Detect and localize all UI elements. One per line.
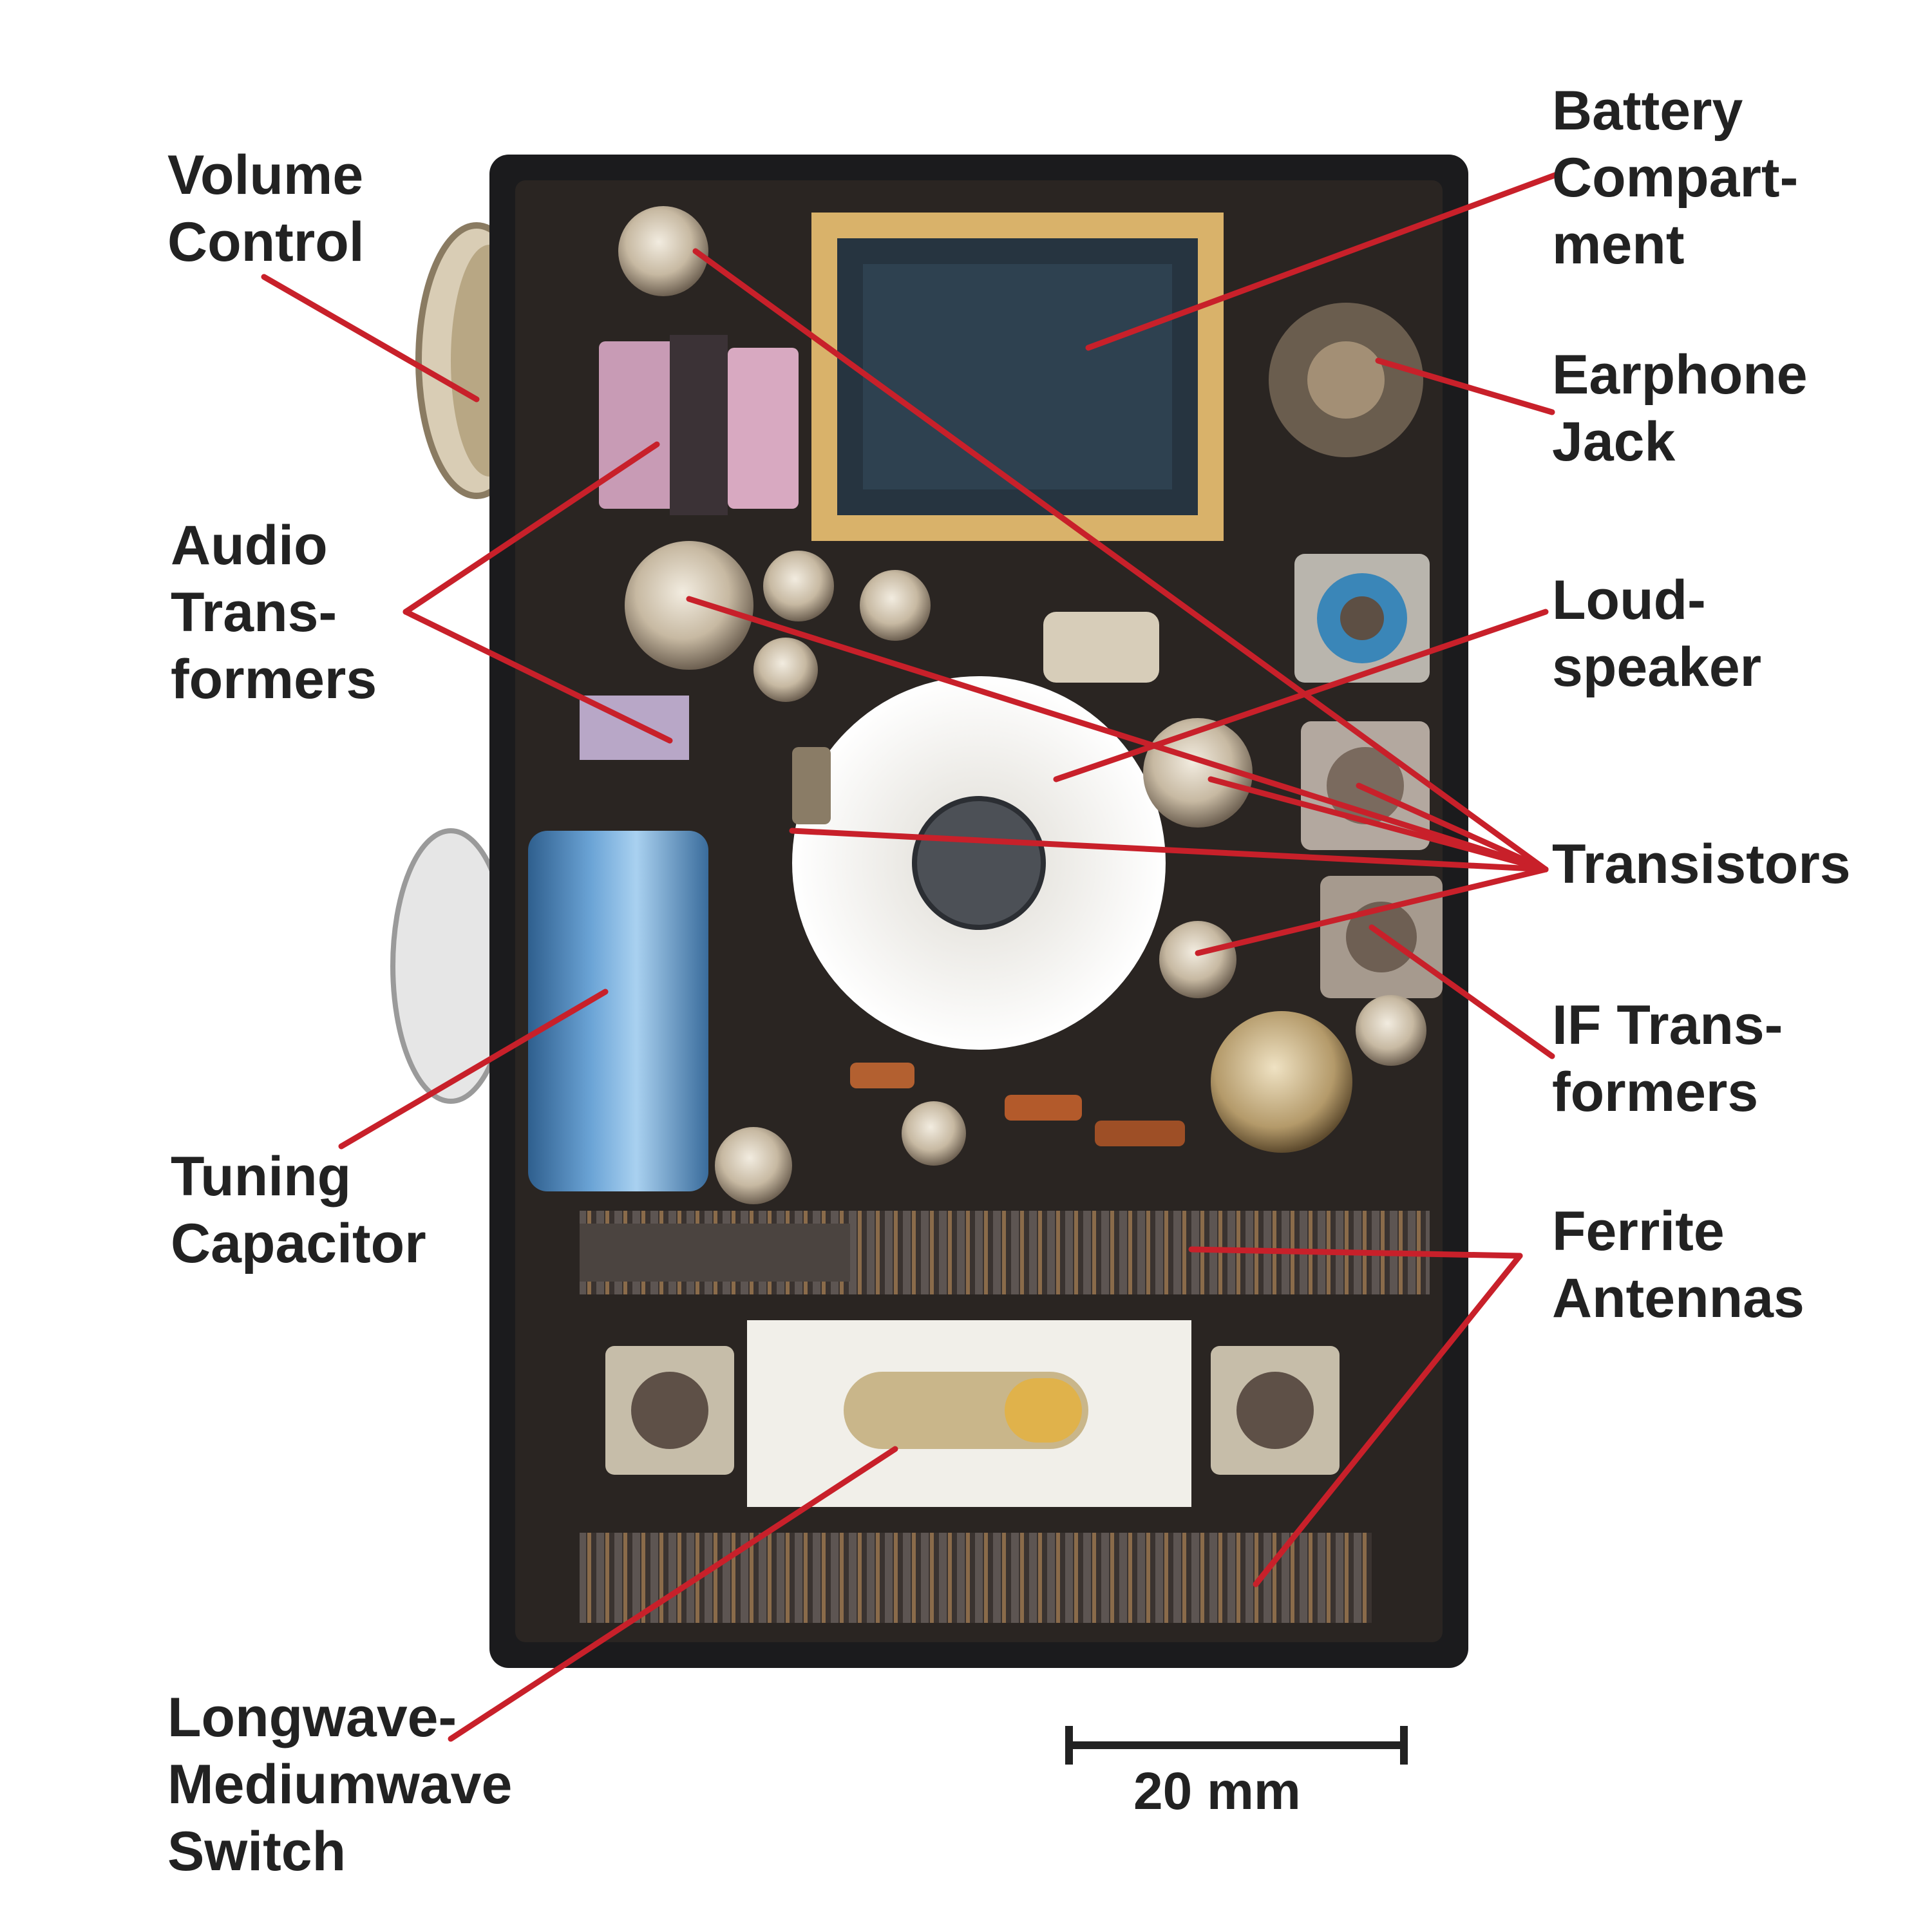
transistor	[715, 1127, 792, 1204]
label-line: formers	[1552, 1061, 1759, 1123]
volume-pot	[618, 206, 708, 296]
label-line: Capacitor	[171, 1213, 426, 1274]
label-line: IF Trans-	[1552, 994, 1783, 1056]
label-line: Earphone	[1552, 344, 1808, 406]
label-line: Volume	[167, 144, 364, 206]
transistor	[1356, 995, 1426, 1066]
transistor	[860, 570, 931, 641]
label-if-transformers: IF Trans- formers	[1552, 992, 1783, 1126]
audio-transformer	[728, 348, 799, 509]
transistor	[1143, 718, 1253, 828]
label-line: Battery	[1552, 80, 1743, 142]
label-line: Longwave-	[167, 1687, 457, 1748]
transistor	[902, 1101, 966, 1166]
transistor	[1159, 921, 1236, 998]
transistor	[753, 638, 818, 702]
label-line: Loud-	[1552, 569, 1706, 631]
label-line: ment	[1552, 214, 1685, 276]
label-line: Trans-	[171, 582, 337, 643]
label-line: Audio	[171, 515, 328, 576]
label-volume-control: Volume Control	[167, 142, 365, 276]
scale-bar	[1065, 1726, 1408, 1765]
label-line: Tuning	[171, 1146, 352, 1208]
label-line: Control	[167, 211, 365, 273]
label-line: Transistors	[1552, 833, 1851, 895]
label-line: Jack	[1552, 411, 1676, 473]
label-loudspeaker: Loud- speaker	[1552, 567, 1761, 701]
label-line: speaker	[1552, 636, 1762, 698]
tuning-capacitor	[528, 831, 708, 1191]
label-line: Mediumwave	[167, 1754, 513, 1815]
leader-lines	[261, 171, 1562, 1742]
transistor	[1211, 1011, 1352, 1153]
label-transistors: Transistors	[1552, 831, 1851, 898]
scale-bar-label: 20 mm	[1133, 1762, 1301, 1821]
label-lw-mw-switch: Longwave- Mediumwave Switch	[167, 1684, 512, 1885]
label-line: Switch	[167, 1821, 346, 1882]
label-audio-transformers: Audio Trans- formers	[171, 512, 377, 713]
label-line: Ferrite	[1552, 1200, 1725, 1262]
label-line: formers	[171, 649, 377, 710]
label-battery-compartment: Battery Compart- ment	[1552, 77, 1798, 278]
transistor	[625, 541, 753, 670]
label-ferrite-antennas: Ferrite Antennas	[1552, 1198, 1804, 1332]
label-line: Antennas	[1552, 1267, 1804, 1329]
label-line: Compart-	[1552, 147, 1799, 209]
audio-transformer	[599, 341, 676, 509]
ferrite-antenna	[580, 1533, 1372, 1623]
label-tuning-capacitor: Tuning Capacitor	[171, 1143, 426, 1277]
transistor	[763, 551, 834, 621]
label-earphone-jack: Earphone Jack	[1552, 341, 1808, 475]
